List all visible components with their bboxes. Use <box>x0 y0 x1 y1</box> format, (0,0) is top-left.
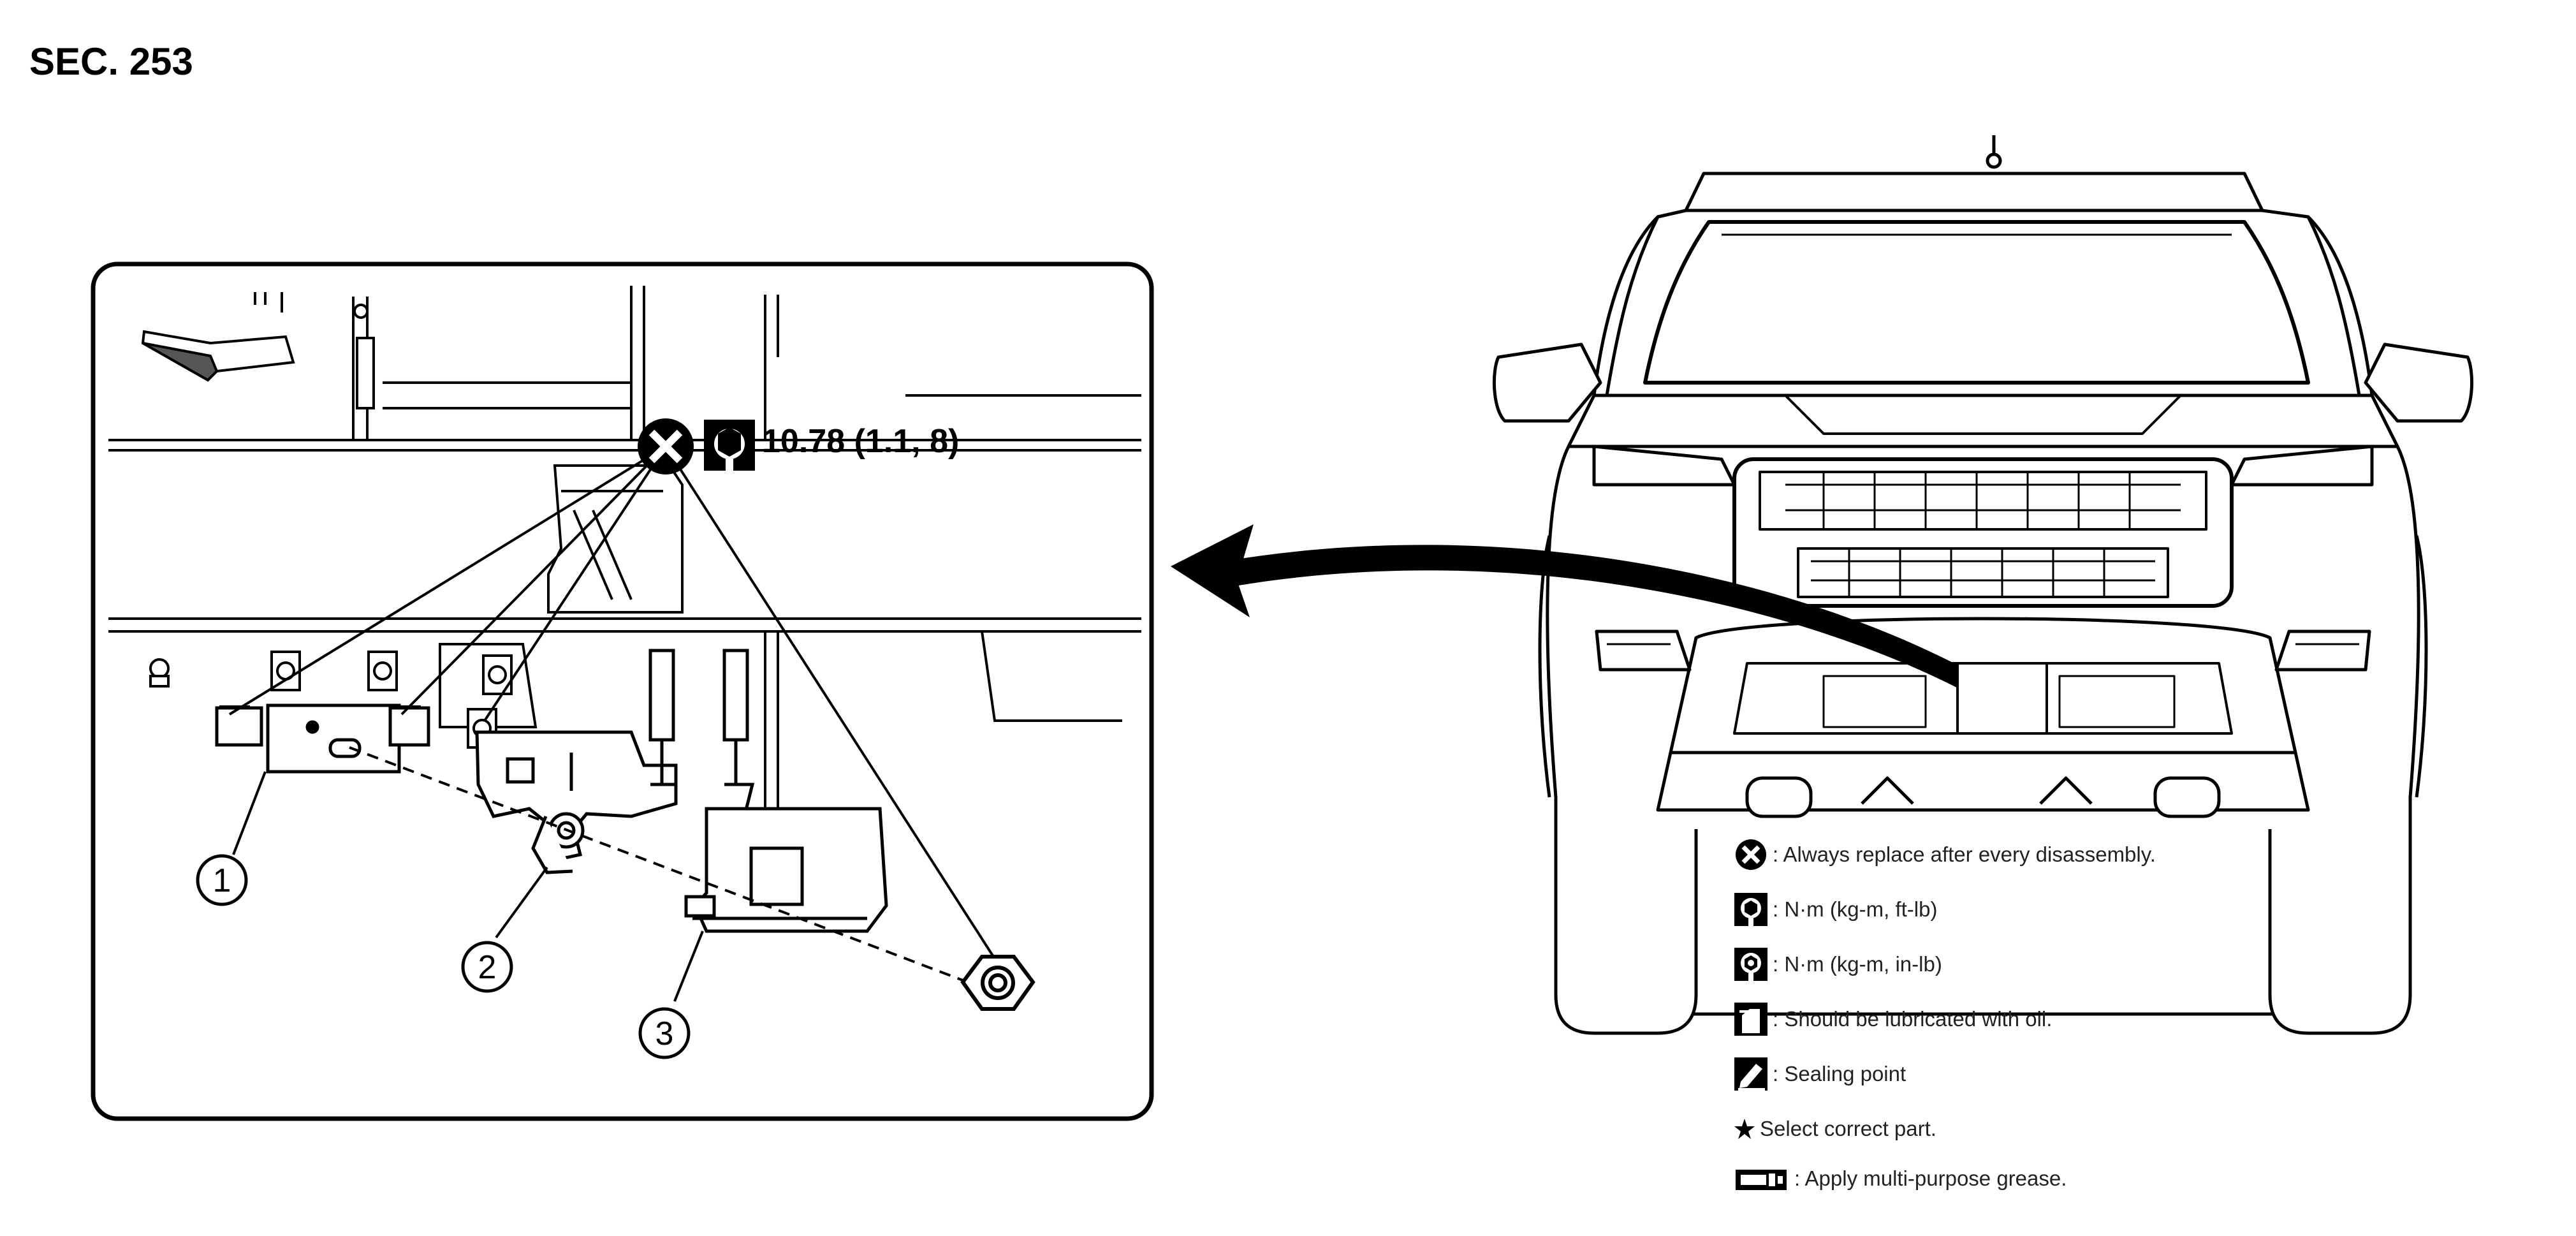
legend-text: : N·m (kg-m, ft-lb) <box>1773 897 1938 921</box>
detail-view <box>91 261 1154 1121</box>
torque-wrench-icon <box>704 420 755 471</box>
legend-text: : Should be lubricated with oil. <box>1773 1007 2053 1031</box>
sensor-bracket <box>215 703 430 774</box>
callout-3 <box>638 1007 691 1059</box>
legend-item-select-part: Select correct part. <box>1733 1111 1936 1147</box>
vehicle-front-view <box>1493 135 2473 1035</box>
legend-text: : N·m (kg-m, in-lb) <box>1773 952 1942 976</box>
callout-2 <box>461 941 513 993</box>
mounting-bracket <box>684 807 888 933</box>
detail-frame <box>91 261 1154 1121</box>
always-replace-icon <box>1733 837 1769 872</box>
callout-1-label: 1 <box>213 862 231 899</box>
grease-icon <box>1733 1161 1790 1196</box>
oil-can-icon <box>1733 1001 1769 1037</box>
section-title: SEC. 253 <box>29 40 193 83</box>
callout-1 <box>196 854 248 906</box>
legend-text: : Apply multi-purpose grease. <box>1794 1166 2067 1190</box>
legend-item-grease: : Apply multi-purpose grease. <box>1733 1161 2067 1196</box>
frame-structure <box>108 286 1141 925</box>
always-replace-icon <box>638 418 694 475</box>
replaceable-nut <box>960 955 1036 1011</box>
location-arrow <box>1171 524 1989 702</box>
legend-item-torque-in-lb: : N·m (kg-m, in-lb) <box>1733 946 1942 982</box>
front-sensor <box>475 649 755 874</box>
legend-item-always-replace: : Always replace after every disassembly… <box>1733 837 2156 872</box>
legend-text: Select correct part. <box>1760 1117 1936 1140</box>
callout-2-label: 2 <box>478 949 497 986</box>
legend-item-oil: : Should be lubricated with oil. <box>1733 1001 2052 1037</box>
front-direction-arrow <box>141 292 295 382</box>
star-icon <box>1733 1111 1756 1147</box>
torque-ft-lb-icon <box>1733 892 1769 927</box>
torque-in-lb-icon <box>1733 946 1769 982</box>
installation-axis <box>349 746 995 994</box>
legend-text: : Sealing point <box>1773 1062 1906 1085</box>
callout-circles <box>196 854 691 1059</box>
sealing-point-icon <box>1733 1056 1769 1092</box>
leader-lines <box>228 445 995 1002</box>
callout-3-label: 3 <box>655 1015 674 1052</box>
torque-spec-value: 10.78 (1.1, 8) <box>762 423 960 460</box>
legend-text: : Always replace after every disassembly… <box>1773 842 2156 866</box>
legend-item-sealing: : Sealing point <box>1733 1056 1906 1092</box>
legend-item-torque-ft-lb: : N·m (kg-m, ft-lb) <box>1733 892 1937 927</box>
